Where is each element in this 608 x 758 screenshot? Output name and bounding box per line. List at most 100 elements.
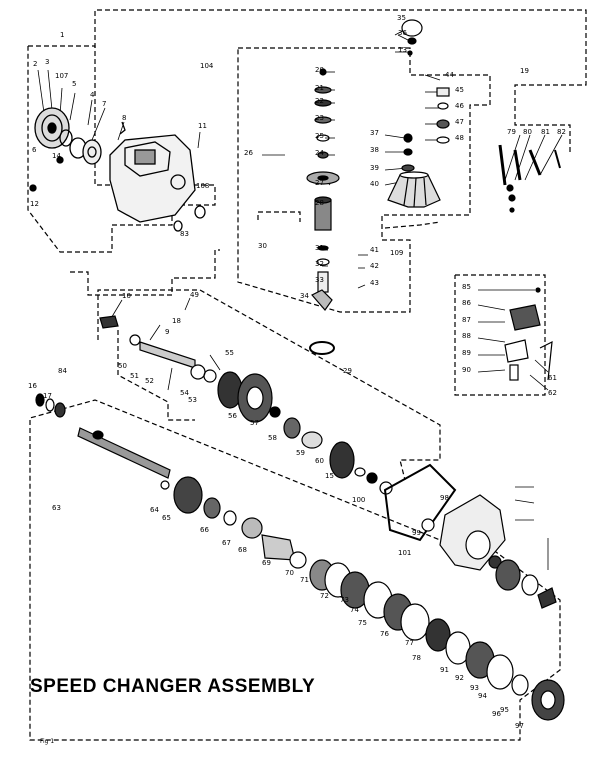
callout-49: 49 — [190, 291, 199, 299]
callout-51: 51 — [130, 372, 139, 380]
callout-19: 19 — [520, 67, 529, 75]
callout-20: 20 — [315, 66, 324, 74]
callout-95: 95 — [500, 706, 509, 714]
callout-4: 4 — [90, 91, 95, 99]
callout-109: 109 — [390, 249, 403, 257]
callout-78: 78 — [412, 654, 421, 662]
callout-86: 86 — [462, 299, 471, 307]
callout-35: 35 — [397, 14, 406, 22]
callout-93: 93 — [470, 684, 479, 692]
callout-96: 96 — [492, 710, 501, 718]
callout-44: 44 — [445, 71, 454, 79]
callout-30: 30 — [258, 242, 267, 250]
callout-54: 54 — [180, 389, 189, 397]
callout-67: 67 — [222, 539, 231, 547]
callout-41: 41 — [370, 246, 379, 254]
callout-60: 60 — [315, 457, 324, 465]
callout-79: 79 — [507, 128, 516, 136]
callout-89: 89 — [462, 349, 471, 357]
callout-80: 80 — [523, 128, 532, 136]
callout-58: 58 — [268, 434, 277, 442]
callout-10: 10 — [122, 292, 131, 300]
callout-22: 22 — [315, 97, 324, 105]
callout-23: 23 — [315, 114, 324, 122]
callout-18: 18 — [172, 317, 181, 325]
callout-6: 6 — [32, 146, 37, 154]
callout-97: 97 — [515, 722, 524, 730]
callout-81: 81 — [541, 128, 550, 136]
callout-85: 85 — [462, 283, 471, 291]
callout-7: 7 — [102, 100, 106, 108]
callout-56: 56 — [228, 412, 237, 420]
callout-63: 63 — [52, 504, 61, 512]
callout-70: 70 — [285, 569, 294, 577]
callout-59: 59 — [296, 449, 305, 457]
callout-52: 52 — [145, 377, 154, 385]
callout-90: 90 — [462, 366, 471, 374]
callout-16: 16 — [28, 382, 37, 390]
callout-62: 62 — [548, 389, 557, 397]
callout-72: 72 — [320, 592, 329, 600]
callout-46: 46 — [455, 102, 464, 110]
callout-107: 107 — [55, 72, 68, 80]
callout-36: 36 — [398, 29, 407, 37]
callout-100: 100 — [352, 496, 365, 504]
callout-5: 5 — [72, 80, 76, 88]
callout-26: 26 — [244, 149, 253, 157]
callout-57: 57 — [250, 419, 259, 427]
callout-94: 94 — [478, 692, 487, 700]
callout-43: 43 — [370, 279, 379, 287]
callout-32: 32 — [315, 260, 324, 268]
callout-71: 71 — [300, 576, 309, 584]
callout-88: 88 — [462, 332, 471, 340]
callout-34: 34 — [300, 292, 309, 300]
callout-24: 24 — [315, 149, 324, 157]
lower-shaft-assembly — [77, 427, 565, 721]
callout-47: 47 — [455, 118, 464, 126]
callout-33: 33 — [315, 276, 324, 284]
callout-74: 74 — [350, 606, 359, 614]
right-housing-group — [366, 463, 557, 609]
callout-8: 8 — [122, 114, 126, 122]
callout-9: 9 — [165, 328, 169, 336]
callout-61: 61 — [548, 374, 557, 382]
callout-14: 14 — [52, 152, 61, 160]
callout-83: 83 — [180, 230, 189, 238]
callout-66: 66 — [200, 526, 209, 534]
callout-55: 55 — [225, 349, 234, 357]
callout-37: 37 — [370, 129, 379, 137]
callout-40: 40 — [370, 180, 379, 188]
callout-13: 13 — [398, 46, 407, 54]
callout-12: 12 — [30, 200, 39, 208]
callout-98: 98 — [440, 494, 449, 502]
callout-1: 1 — [60, 31, 64, 39]
right-linkage-group — [504, 287, 553, 381]
callout-21: 21 — [315, 84, 324, 92]
callout-77: 77 — [405, 639, 414, 647]
callout-84: 84 — [58, 367, 67, 375]
callout-75: 75 — [358, 619, 367, 627]
callout-76: 76 — [380, 630, 389, 638]
callout-31: 31 — [315, 244, 324, 252]
center-stack-group — [306, 68, 340, 355]
callout-11: 11 — [198, 122, 207, 130]
callout-101: 101 — [398, 549, 411, 557]
callout-28: 28 — [315, 199, 324, 207]
callout-73: 73 — [340, 596, 349, 604]
figure-mark: Fig 1 — [40, 738, 55, 745]
callout-108: 108 — [196, 182, 209, 190]
callout-39: 39 — [370, 164, 379, 172]
callout-38: 38 — [370, 146, 379, 154]
callout-17: 17 — [43, 392, 52, 400]
callout-25: 25 — [315, 132, 324, 140]
callout-69: 69 — [262, 559, 271, 567]
callout-53: 53 — [188, 396, 197, 404]
assembly-outlines — [27, 9, 587, 741]
callout-68: 68 — [238, 546, 247, 554]
callout-29: 29 — [343, 367, 352, 375]
callout-48: 48 — [455, 134, 464, 142]
callout-3: 3 — [45, 58, 49, 66]
pulley-housing-group — [29, 107, 206, 232]
